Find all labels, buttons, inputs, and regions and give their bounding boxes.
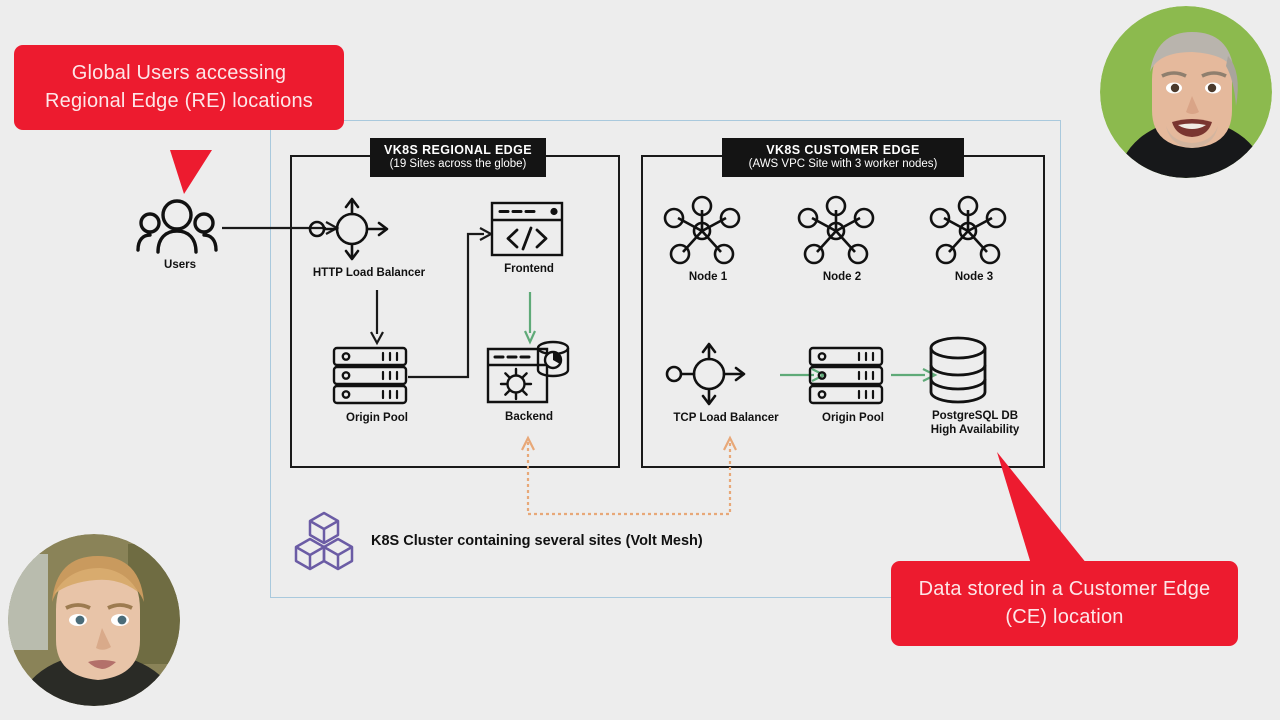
node-tcp-load-balancer-label: TCP Load Balancer bbox=[673, 412, 779, 424]
flow-http-lb-to-origin-pool bbox=[370, 290, 384, 346]
flow-frontend-to-backend bbox=[523, 292, 537, 345]
node-worker-1: Node 1 bbox=[663, 195, 753, 284]
chip-customer-edge-title: VK8S CUSTOMER EDGE bbox=[766, 143, 920, 157]
mesh-footer-label: K8S Cluster containing several sites (Vo… bbox=[371, 533, 703, 549]
node-worker-3: Node 3 bbox=[929, 195, 1019, 284]
node-backend-label: Backend bbox=[505, 411, 553, 423]
node-users-label: Users bbox=[164, 259, 196, 271]
node-backend: Backend bbox=[485, 340, 573, 424]
load-balancer-icon bbox=[664, 341, 788, 407]
node-worker-2: Node 2 bbox=[797, 195, 887, 284]
load-balancer-icon bbox=[307, 196, 431, 262]
chip-regional-edge-title: VK8S REGIONAL EDGE bbox=[384, 143, 532, 157]
node-origin-pool-customer: Origin Pool bbox=[807, 345, 899, 425]
cluster-node-icon bbox=[663, 195, 753, 266]
callout-data-stored: Data stored in a Customer Edge (CE) loca… bbox=[891, 561, 1238, 646]
server-stack-icon bbox=[807, 345, 899, 407]
mesh-footer: K8S Cluster containing several sites (Vo… bbox=[293, 510, 703, 572]
node-origin-pool-regional: Origin Pool bbox=[331, 345, 423, 425]
callout-bottom-tail bbox=[997, 452, 1087, 564]
cluster-node-icon bbox=[929, 195, 1019, 266]
node-origin-pool-regional-label: Origin Pool bbox=[346, 412, 408, 424]
node-worker-2-label: Node 2 bbox=[822, 271, 862, 283]
flow-backend-to-tcp-lb-dashed bbox=[521, 435, 737, 516]
node-frontend: Frontend bbox=[489, 200, 569, 276]
chip-regional-edge-subtitle: (19 Sites across the globe) bbox=[389, 158, 527, 170]
node-users: Users bbox=[135, 198, 225, 272]
node-origin-pool-customer-label: Origin Pool bbox=[822, 412, 884, 424]
node-tcp-load-balancer: TCP Load Balancer bbox=[664, 341, 788, 425]
callout-top-tail bbox=[170, 150, 212, 194]
flow-origin-pool-to-database bbox=[891, 368, 938, 382]
users-group-icon bbox=[135, 198, 225, 254]
callout-global-users: Global Users accessing Regional Edge (RE… bbox=[14, 45, 344, 130]
webcam-presenter-primary bbox=[1100, 6, 1272, 178]
gear-window-database-icon bbox=[485, 340, 573, 406]
node-postgresql-database-label-line2: High Availability bbox=[930, 424, 1020, 437]
k8s-cubes-icon bbox=[293, 510, 355, 572]
node-http-load-balancer-label: HTTP Load Balancer bbox=[312, 267, 426, 279]
webcam-presenter-secondary bbox=[8, 534, 180, 706]
chip-customer-edge: VK8S CUSTOMER EDGE (AWS VPC Site with 3 … bbox=[722, 138, 964, 177]
node-http-load-balancer: HTTP Load Balancer bbox=[307, 196, 431, 280]
node-worker-3-label: Node 3 bbox=[954, 271, 994, 283]
cluster-node-icon bbox=[797, 195, 887, 266]
server-stack-icon bbox=[331, 345, 423, 407]
database-cylinder-icon bbox=[925, 335, 1025, 405]
node-postgresql-database: PostgreSQL DB High Availability bbox=[925, 335, 1025, 437]
node-worker-1-label: Node 1 bbox=[688, 271, 728, 283]
node-frontend-label: Frontend bbox=[504, 263, 554, 275]
node-postgresql-database-label-line1: PostgreSQL DB bbox=[931, 410, 1019, 422]
volt-mesh-container bbox=[270, 120, 1061, 598]
chip-customer-edge-subtitle: (AWS VPC Site with 3 worker nodes) bbox=[748, 158, 938, 170]
chip-regional-edge: VK8S REGIONAL EDGE (19 Sites across the … bbox=[370, 138, 546, 177]
code-window-icon bbox=[489, 200, 569, 258]
